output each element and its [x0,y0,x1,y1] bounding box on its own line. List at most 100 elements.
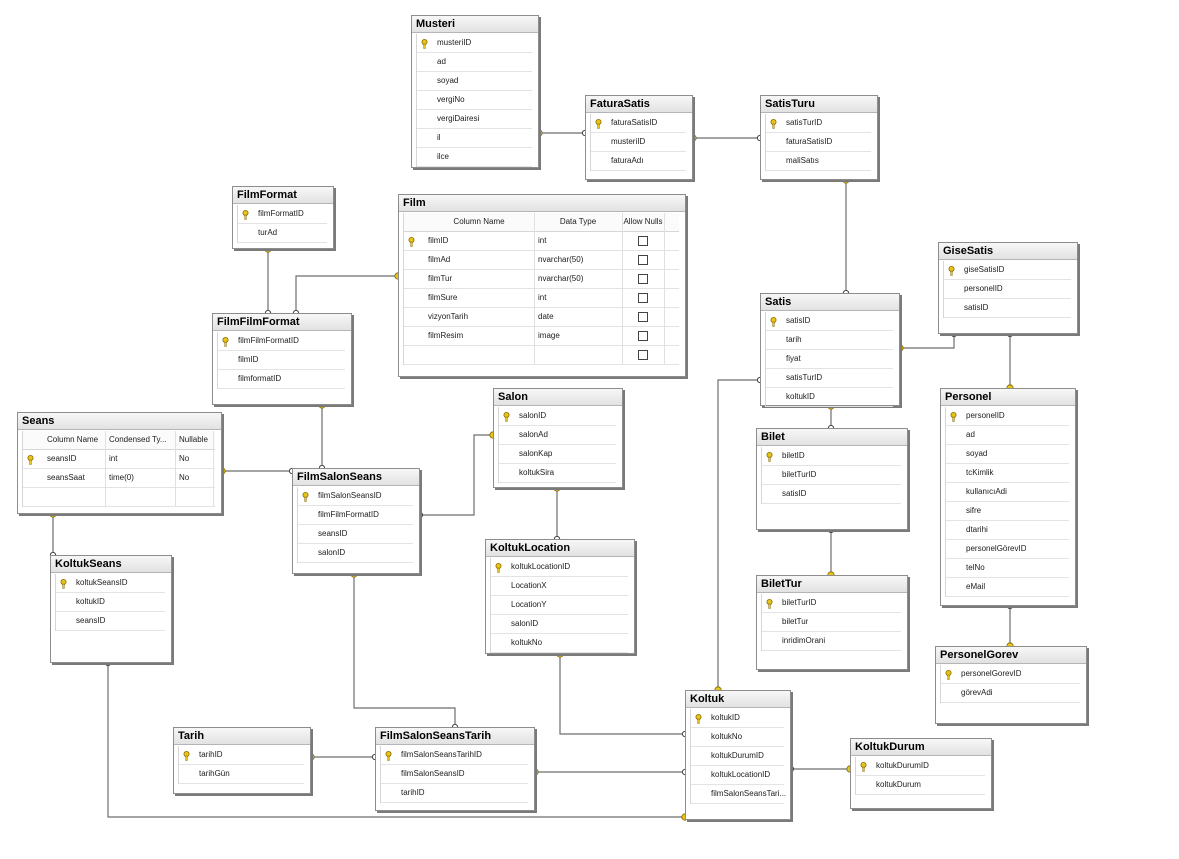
column-row[interactable]: koltukSira [499,464,616,483]
column-row[interactable]: inridimOrani [762,632,901,651]
column-row[interactable]: ad [946,426,1069,445]
allow-nulls-checkbox[interactable] [638,236,648,246]
empty-row[interactable] [23,488,215,507]
column-row[interactable]: LocationY [491,596,628,615]
column-row[interactable]: satisID [762,485,901,504]
column-row[interactable]: personelGörevID [946,540,1069,559]
column-row[interactable]: personelGorevID [941,665,1080,684]
column-row[interactable]: filmSalonSeansID [298,487,413,506]
column-row[interactable]: koltukLocationID [491,558,628,577]
allow-nulls-checkbox[interactable] [638,350,648,360]
table-title[interactable]: Bilet [757,429,907,446]
table-title[interactable]: Tarih [174,728,310,745]
column-row[interactable]: vergiDairesi [417,110,532,129]
column-row[interactable]: seansID [298,525,413,544]
column-row[interactable]: koltukDurumID [856,757,985,776]
column-row[interactable]: salonID [499,407,616,426]
column-row[interactable]: ilce [417,148,532,167]
table-title[interactable]: SatisTuru [761,96,877,113]
table-title[interactable]: Seans [18,413,221,430]
table-title[interactable]: FaturaSatis [586,96,692,113]
column-row[interactable]: koltukLocationID [691,766,784,785]
column-row[interactable]: ad [417,53,532,72]
table-title[interactable]: KoltukDurum [851,739,991,756]
column-row[interactable]: koltukID [766,388,893,407]
column-row[interactable]: satisTurID [766,114,871,133]
allow-nulls-checkbox[interactable] [638,255,648,265]
column-row[interactable]: satisID [944,299,1071,318]
empty-row[interactable] [404,346,679,365]
column-row[interactable]: personelID [944,280,1071,299]
column-row[interactable]: faturaSatisID [591,114,686,133]
column-row[interactable]: filmFilmFormatID [218,332,345,351]
column-row[interactable]: kullanıcıAdi [946,483,1069,502]
table-title[interactable]: KoltukLocation [486,540,634,557]
column-row[interactable]: turAd [238,224,327,243]
table-title[interactable]: FilmFormat [233,187,333,204]
column-row[interactable]: sifre [946,502,1069,521]
table-title[interactable]: PersonelGorev [936,647,1086,664]
table-title[interactable]: Personel [941,389,1075,406]
table-title[interactable]: KoltukSeans [51,556,171,573]
column-row[interactable]: satisTurID [766,369,893,388]
table-title[interactable]: GiseSatis [939,243,1077,260]
column-row[interactable]: filmSalonSeansTari... [691,785,786,804]
column-row[interactable]: soyad [946,445,1069,464]
column-row[interactable]: koltukDurumID [691,747,784,766]
column-row[interactable]: seansID [56,612,165,631]
column-row[interactable]: tarih [766,331,893,350]
relationship-line[interactable] [353,574,456,727]
table-title[interactable]: Salon [494,389,622,406]
column-row[interactable]: eMail [946,578,1069,597]
column-row[interactable]: salonID [298,544,413,563]
column-row[interactable]: il [417,129,532,148]
column-row[interactable]: faturaSatisID [766,133,871,152]
column-row[interactable]: filmformatID [218,370,345,389]
column-row[interactable]: koltukDurum [856,776,985,795]
column-row[interactable]: salonAd [499,426,616,445]
table-title[interactable]: Film [399,195,685,212]
allow-nulls-checkbox[interactable] [638,312,648,322]
column-row[interactable]: satisID [766,312,893,331]
column-row[interactable]: filmSalonSeansTarihID [381,746,528,765]
relationship-line[interactable] [295,275,398,313]
column-row[interactable]: giseSatisID [944,261,1071,280]
column-row[interactable]: koltukID [691,709,784,728]
column-row[interactable]: koltukNo [491,634,628,653]
column-row[interactable]: koltukID [56,593,165,612]
column-row[interactable]: biletTur [762,613,901,632]
table-title[interactable]: FilmSalonSeansTarih [376,728,534,745]
column-row[interactable]: maliSatıs [766,152,871,171]
table-title[interactable]: Satis [761,294,899,311]
column-row[interactable]: koltukNo [691,728,784,747]
column-row[interactable]: filmFormatID [238,205,327,224]
column-row[interactable]: LocationX [491,577,628,596]
column-row[interactable]: vergiNo [417,91,532,110]
column-row[interactable]: biletID [762,447,901,466]
column-row[interactable]: musteriID [417,34,532,53]
column-row[interactable]: musteriID [591,133,686,152]
